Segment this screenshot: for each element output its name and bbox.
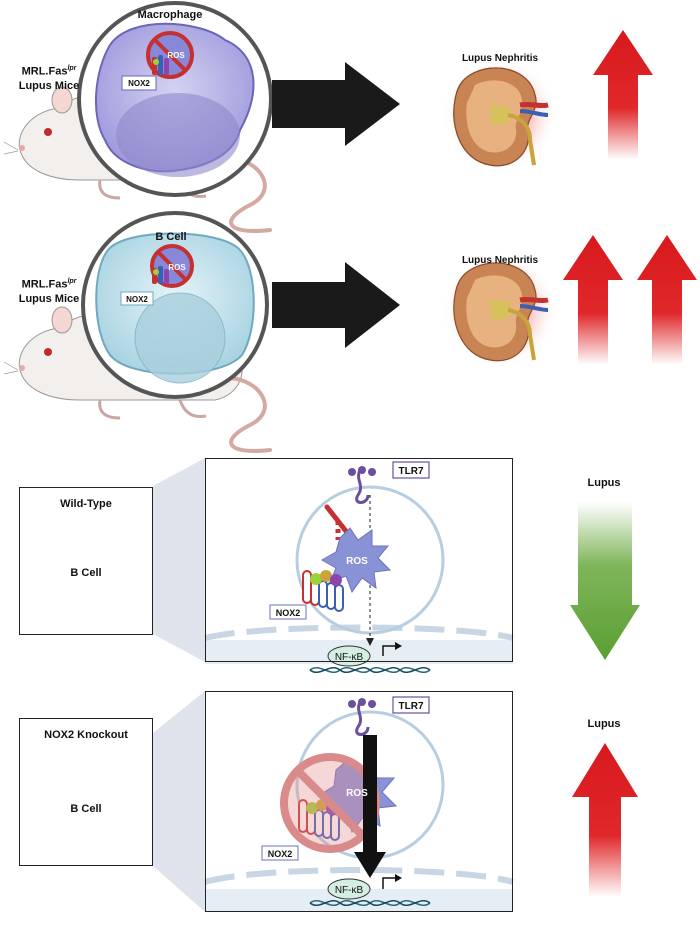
nfkb-icon bbox=[327, 878, 371, 900]
zoom-wedge bbox=[153, 691, 205, 912]
down-arrow bbox=[570, 502, 640, 660]
cell-title: B Cell bbox=[155, 231, 186, 243]
nox2-label-box bbox=[121, 75, 157, 91]
tlr7-label-box bbox=[392, 696, 430, 714]
signal-arrow bbox=[363, 735, 377, 853]
detail-box-wt bbox=[205, 458, 513, 662]
nox2-complex-icon bbox=[152, 266, 169, 284]
tlr7-receptor-icon bbox=[348, 698, 376, 736]
up-arrow bbox=[563, 235, 623, 365]
up-arrow bbox=[593, 30, 653, 160]
nox2-label: NOX2 bbox=[268, 849, 293, 859]
strain-desc: Lupus Mice bbox=[18, 79, 80, 92]
up-arrow bbox=[637, 235, 697, 365]
panel-1 bbox=[2, 1, 653, 233]
ros-label: ROS bbox=[168, 263, 186, 272]
ros-label: ROS bbox=[167, 51, 185, 60]
strain-desc: Lupus Mice bbox=[18, 292, 80, 305]
cell-title: Macrophage bbox=[138, 9, 203, 21]
cell-label: B Cell bbox=[70, 803, 102, 815]
strain-superscript: lpr bbox=[67, 65, 77, 72]
tlr7-label: TLR7 bbox=[399, 701, 424, 712]
nox2-label: NOX2 bbox=[276, 608, 301, 618]
nox2-label-box bbox=[120, 291, 154, 306]
nox2-label: NOX2 bbox=[126, 295, 148, 304]
tlr7-receptor-icon bbox=[348, 466, 376, 504]
outcome-label: Lupus Nephritis bbox=[462, 255, 539, 266]
panel-2 bbox=[2, 211, 697, 453]
cell-label: B Cell bbox=[70, 567, 102, 579]
detail-box-ko bbox=[205, 691, 513, 912]
ros-label: ROS bbox=[346, 556, 368, 567]
genotype-box-ko: NOX2 Knockout B Cell bbox=[19, 718, 153, 866]
strain-superscript: lpr bbox=[67, 278, 77, 285]
strain-name: MRL.Fas bbox=[21, 278, 68, 291]
black-arrow bbox=[272, 62, 400, 146]
nox2-complex-icon bbox=[302, 570, 344, 612]
genotype-title: Wild-Type bbox=[60, 498, 112, 510]
mouse-strain-label: MRL.Faslpr Lupus Mice bbox=[8, 275, 90, 306]
nfkb-label: NF-κB bbox=[335, 652, 364, 663]
outcome-label: Lupus bbox=[588, 718, 621, 730]
mouse-strain-label: MRL.Faslpr Lupus Mice bbox=[8, 62, 90, 93]
tlr7-label: TLR7 bbox=[399, 466, 424, 477]
tlr7-label-box bbox=[392, 461, 430, 479]
up-arrow bbox=[572, 743, 638, 897]
nox2-complex-icon bbox=[152, 55, 169, 75]
bcell-nucleus bbox=[134, 292, 226, 384]
nox2-complex-icon bbox=[298, 799, 340, 841]
ros-label: ROS bbox=[346, 788, 368, 799]
genotype-box-wt: Wild-Type B Cell bbox=[19, 487, 153, 635]
nfkb-label: NF-κB bbox=[335, 885, 364, 896]
black-arrow bbox=[272, 262, 400, 348]
cell-membrane bbox=[205, 889, 513, 911]
strain-name: MRL.Fas bbox=[21, 65, 68, 78]
zoom-wedge bbox=[153, 458, 205, 662]
macrophage-nucleus bbox=[116, 93, 240, 177]
genotype-title: NOX2 Knockout bbox=[44, 729, 128, 741]
nox2-label-box bbox=[261, 845, 299, 861]
nox2-label: NOX2 bbox=[128, 79, 150, 88]
outcome-label: Lupus Nephritis bbox=[462, 53, 539, 64]
outcome-label: Lupus bbox=[588, 477, 621, 489]
nox2-label-box bbox=[269, 604, 307, 620]
